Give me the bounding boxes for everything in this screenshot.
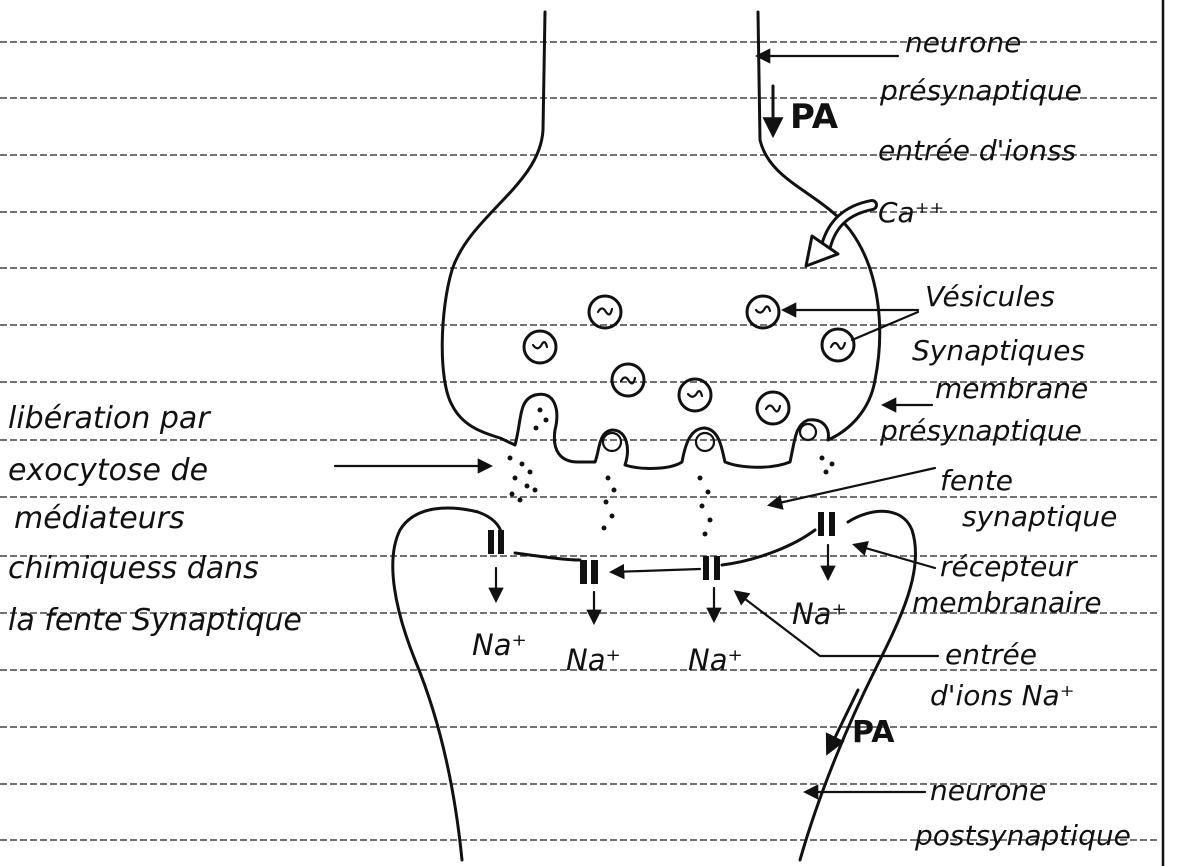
label-presynaptic-neuron-line1: neurone bbox=[905, 26, 1021, 59]
label-receptor-line1: récepteur bbox=[940, 550, 1078, 583]
left-note-line: chimiquess dans bbox=[8, 551, 259, 586]
label-calcium: Ca⁺⁺ bbox=[878, 196, 944, 229]
sodium-ion-label: Na⁺ bbox=[472, 628, 527, 662]
sodium-ion-label: Na⁺ bbox=[566, 643, 621, 677]
label-vesicles-line2: Synaptiques bbox=[912, 334, 1085, 367]
label-membrane-line2: présynaptique bbox=[879, 414, 1082, 447]
sodium-ion-label: Na⁺ bbox=[792, 597, 847, 631]
label-postsynaptic-neuron-line2: postsynaptique bbox=[914, 819, 1131, 852]
left-note-line: la fente Synaptique bbox=[8, 603, 302, 638]
left-note-line: libération par bbox=[8, 401, 211, 436]
label-sodium-entry-line2: d'ions Na⁺ bbox=[930, 679, 1075, 712]
label-ion-entry: entrée d'ionss bbox=[878, 134, 1076, 167]
label-receptor-line2: membranaire bbox=[912, 586, 1102, 619]
action-potential-label-top: PA bbox=[790, 97, 839, 137]
left-note-line: exocytose de bbox=[8, 453, 208, 488]
label-sodium-entry-line1: entrée bbox=[945, 638, 1037, 671]
label-cleft-line2: synaptique bbox=[962, 500, 1117, 533]
label-postsynaptic-neuron-line1: neurone bbox=[930, 774, 1046, 807]
sodium-ion-label: Na⁺ bbox=[688, 643, 743, 677]
label-presynaptic-neuron-line2: présynaptique bbox=[879, 74, 1082, 107]
label-cleft-line1: fente bbox=[940, 464, 1013, 497]
left-note-line: médiateurs bbox=[14, 501, 185, 536]
label-vesicles-line1: Vésicules bbox=[925, 280, 1055, 313]
label-membrane-line1: membrane bbox=[935, 372, 1088, 405]
action-potential-label-bottom: PA bbox=[852, 715, 895, 750]
